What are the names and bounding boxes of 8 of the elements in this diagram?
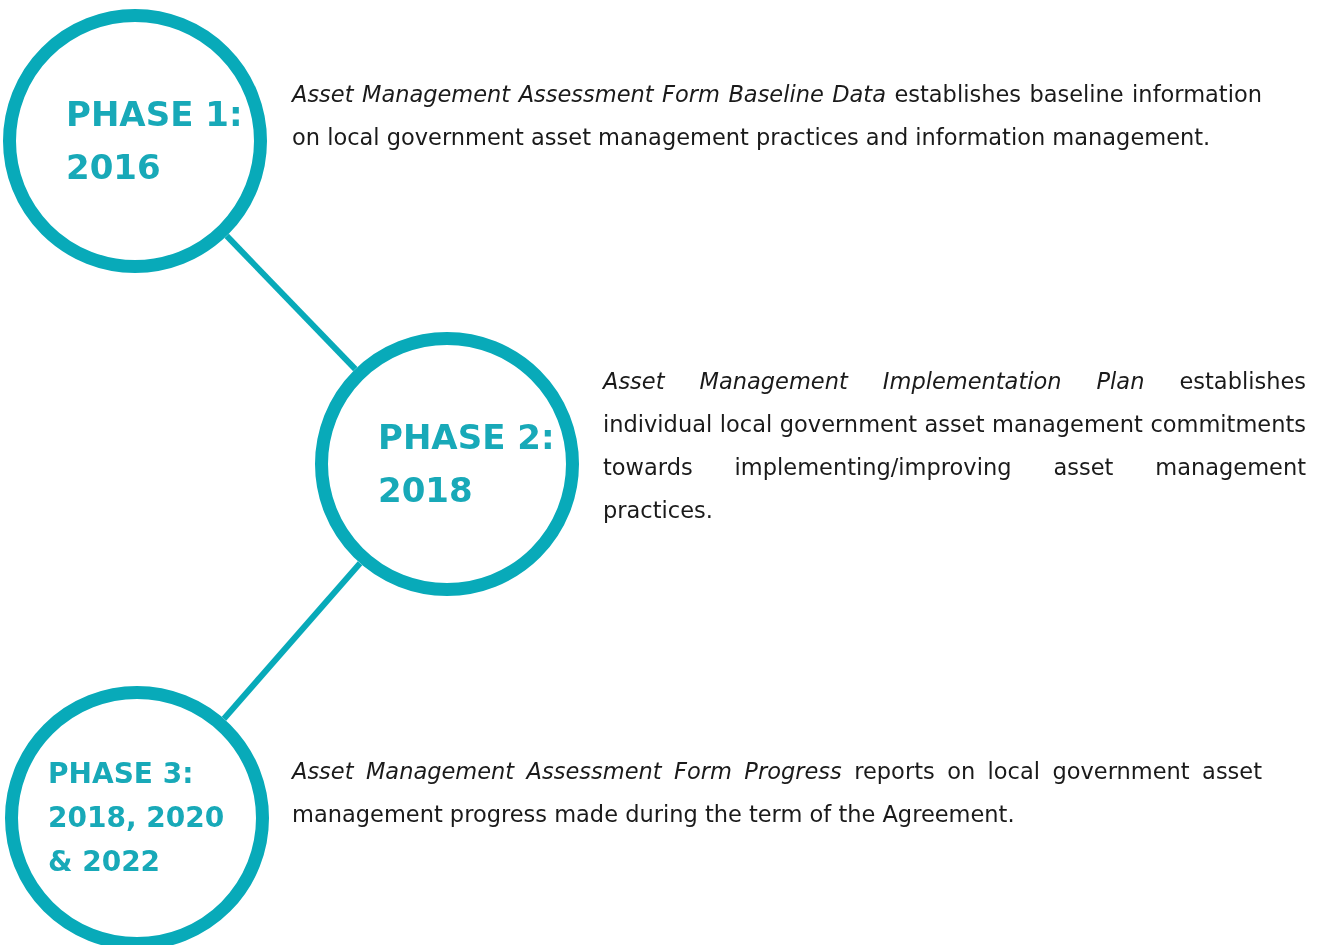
- phase-label: PHASE 3: 2018, 2020 & 2022: [48, 756, 226, 880]
- phase-label: PHASE 1: 2016: [66, 93, 244, 189]
- description-text: Asset Management Assessment Form Baseline Data establishes baseline information on local government asset management practices and information management.: [292, 80, 1262, 152]
- phase-label: PHASE 2: 2018: [378, 416, 556, 512]
- connector-line: [224, 233, 358, 372]
- description-text: Asset Management Assessment Form Progress reports on local government asset management progress made during the term of the Agreement.: [292, 757, 1262, 829]
- description-text: Asset Management Implementation Plan establishes individual local government asset management commitments towards implementing/improving asset management practices.: [603, 367, 1306, 525]
- connector-line: [221, 561, 363, 721]
